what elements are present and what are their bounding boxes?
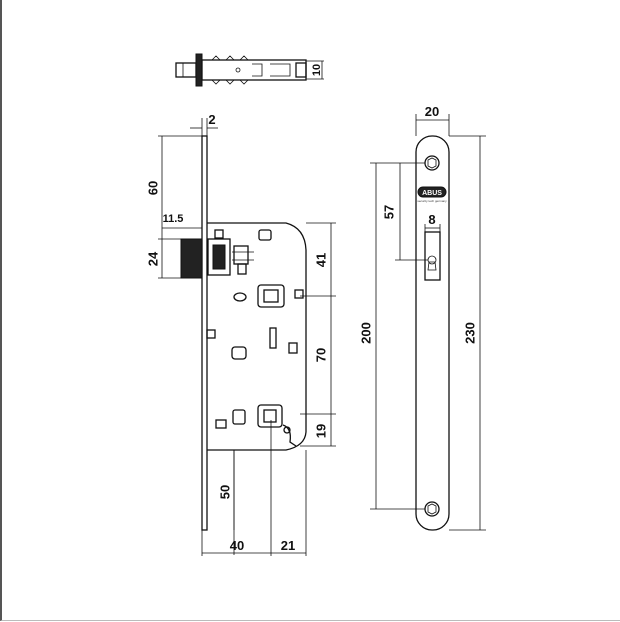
top-view-faceplate — [195, 53, 203, 87]
upper-follower — [257, 284, 285, 308]
faceplate-length-label: 230 — [462, 322, 477, 344]
latch-mechanism — [207, 238, 231, 276]
slot-width-label: 8 — [428, 212, 435, 227]
strike-width-label: 20 — [425, 104, 439, 119]
top-view-bolt — [175, 62, 197, 78]
bolt-offset-label: 11.5 — [163, 213, 184, 225]
side-faceplate — [201, 135, 208, 531]
screw-spacing-label: 200 — [358, 322, 373, 344]
lock-case — [207, 222, 307, 451]
hole-spacing-label: 57 — [381, 205, 396, 219]
faceplate-thickness-label: 2 — [208, 112, 215, 127]
top-view-thickness-label: 10 — [311, 64, 323, 76]
lower-follower — [257, 404, 283, 428]
backset-label: 40 — [230, 538, 244, 553]
logo-tagline-text: security tech germany — [417, 199, 447, 203]
logo-brand-text: ABUS — [422, 190, 442, 197]
latch-bolt — [180, 238, 203, 279]
lever-slot — [269, 327, 277, 349]
rear-offset-label: 21 — [281, 538, 295, 553]
bottom-offset-label: 50 — [217, 485, 232, 499]
latch-slot — [424, 231, 441, 281]
side-view: 2 60 11.5 24 41 70 19 50 — [145, 112, 336, 556]
front-faceplate — [415, 135, 450, 531]
bolt-height-label: 24 — [145, 251, 160, 266]
faceplate-top-label: 60 — [145, 181, 160, 195]
center-distance-label: 70 — [313, 348, 328, 362]
abus-logo: ABUS security tech germany — [417, 186, 447, 203]
follower-top-label: 41 — [313, 253, 328, 267]
top-hook — [258, 229, 272, 241]
lower-follower-label: 19 — [313, 424, 328, 438]
top-view: 10 — [175, 53, 324, 87]
front-view: ABUS security tech germany 20 230 200 57 — [358, 104, 486, 531]
